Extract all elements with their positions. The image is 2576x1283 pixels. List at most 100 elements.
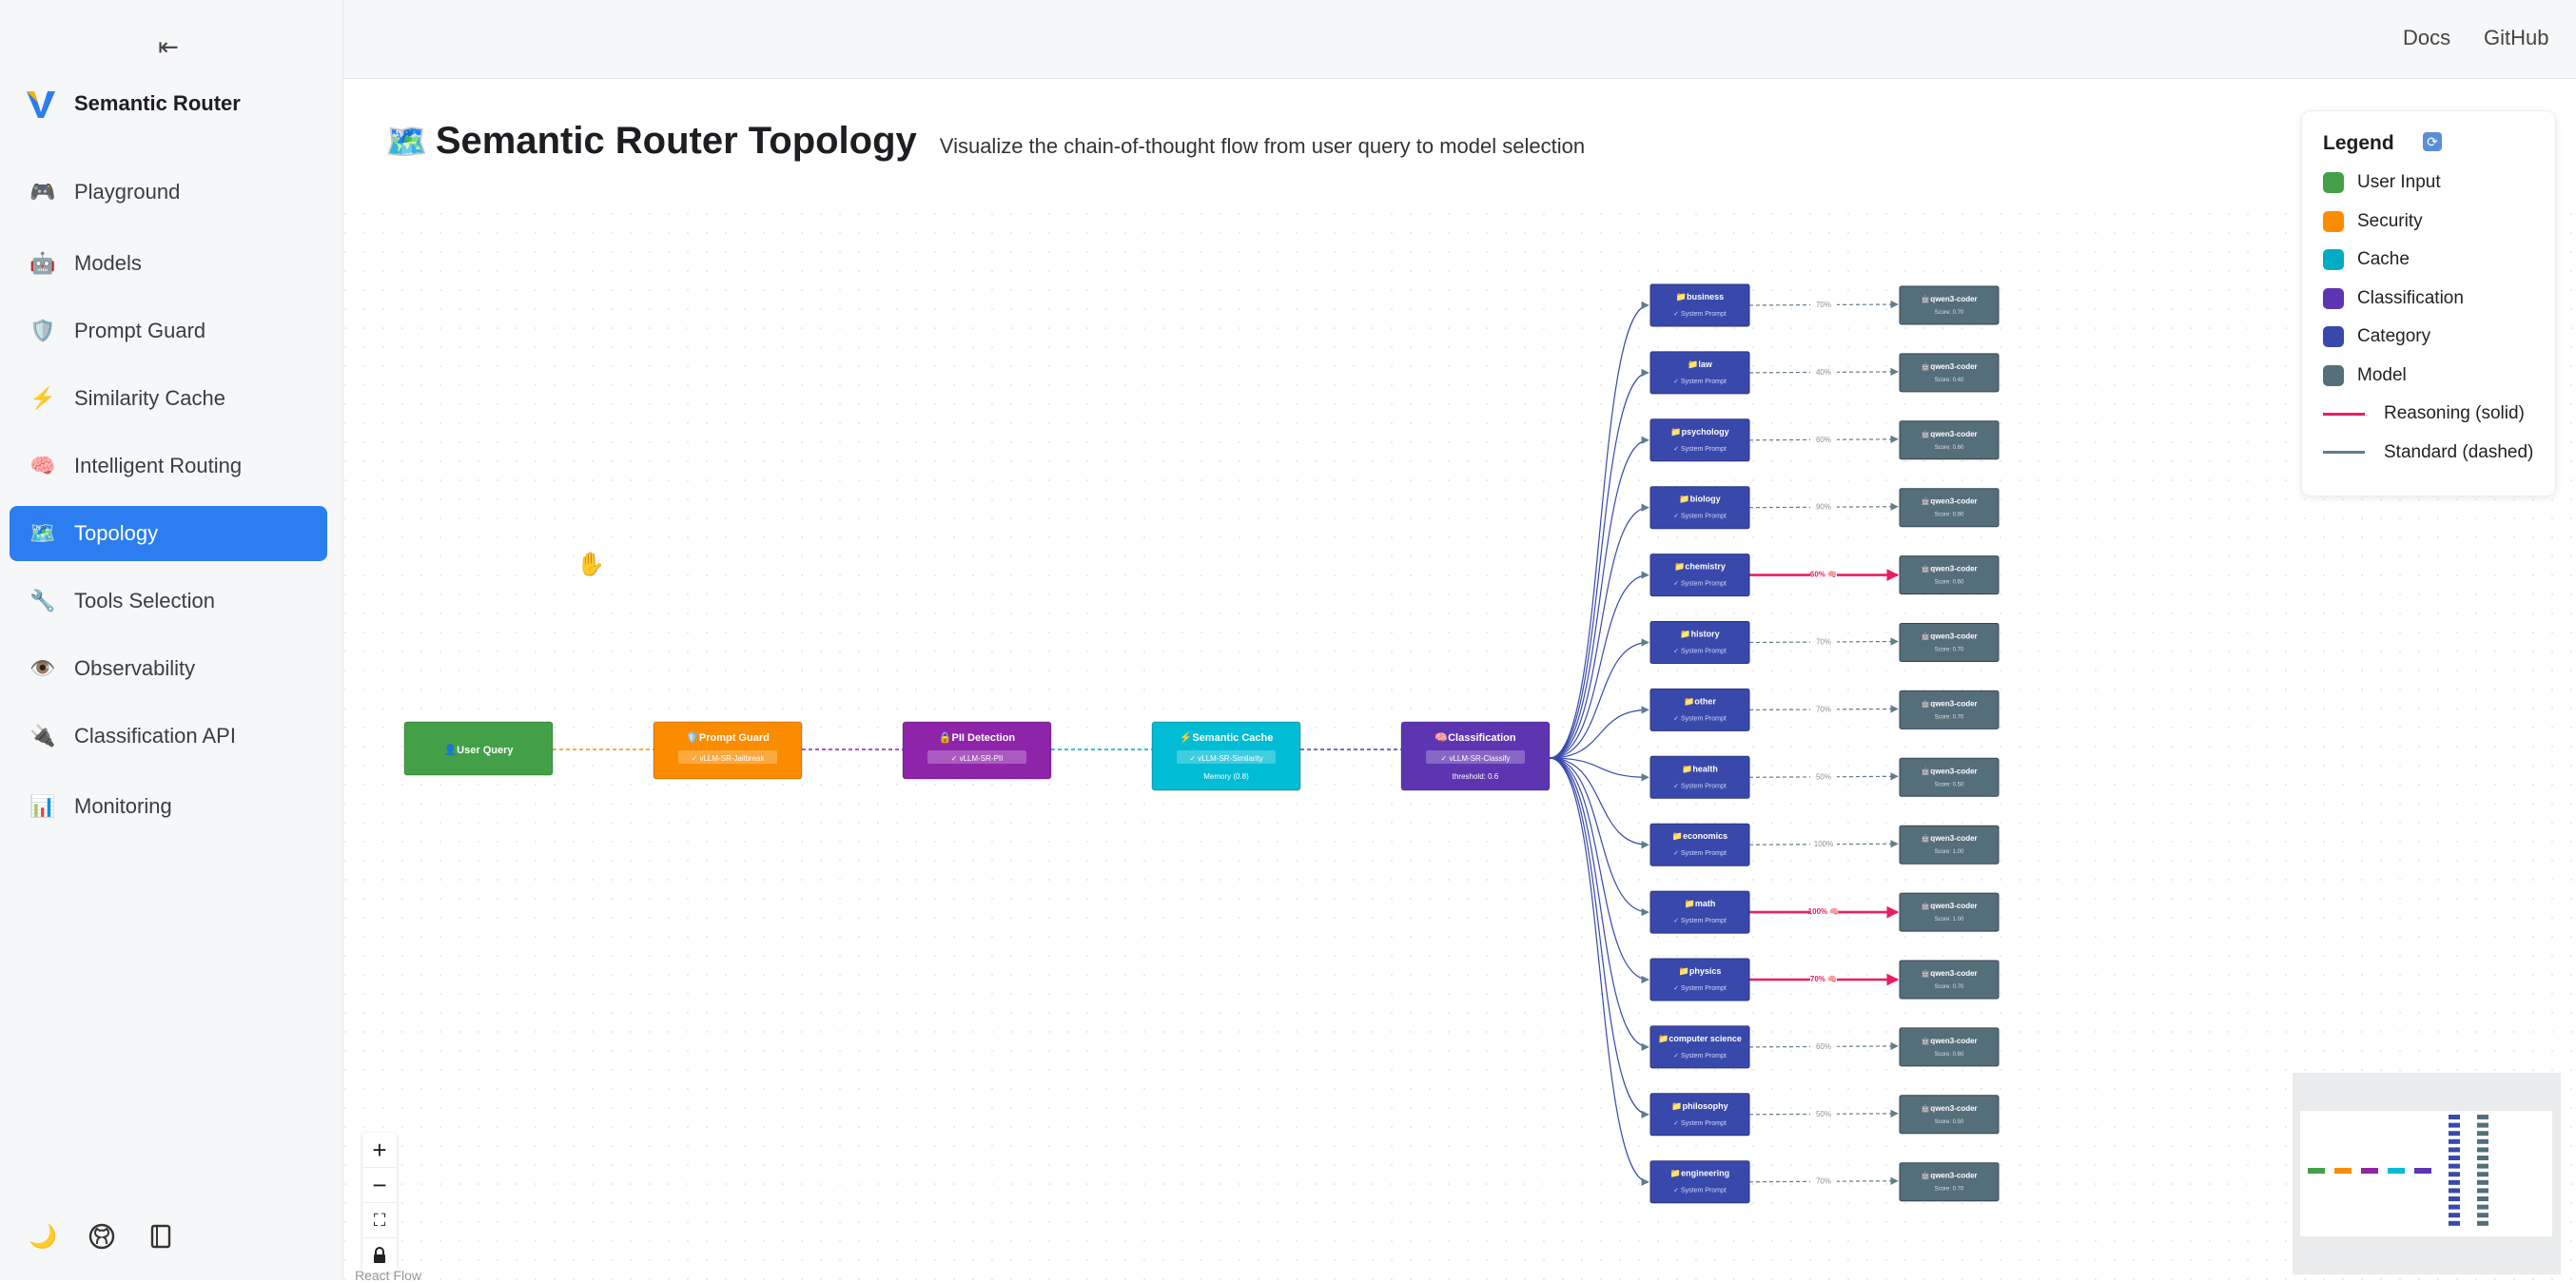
edge-label-bg	[1810, 704, 1837, 714]
model-node-box	[1899, 1095, 2000, 1135]
sidebar-item-prompt-guard[interactable]: 🛡️Prompt Guard	[10, 303, 327, 359]
zoom-in-icon[interactable]: +	[362, 1133, 397, 1168]
pipeline-node[interactable]: 🧠Classification✓ vLLM-SR-Classifythresho…	[1400, 721, 1551, 791]
edge-label: 40%	[1816, 368, 1831, 377]
sidebar-item-label: Prompt Guard	[74, 319, 206, 342]
sidebar-item-tools-selection[interactable]: 🔧Tools Selection	[10, 573, 327, 629]
category-node[interactable]: 📁business✓ System Prompt	[1649, 283, 1750, 327]
minimap[interactable]	[2293, 1073, 2561, 1274]
sidebar-item-monitoring[interactable]: 📊Monitoring	[10, 779, 327, 834]
sidebar-item-label: Observability	[74, 656, 196, 680]
legend-item: Classification	[2323, 287, 2464, 309]
model-node-box	[1899, 757, 2000, 797]
category-node-label: 📁biology	[1679, 495, 1720, 504]
sidebar-item-similarity-cache[interactable]: ⚡Similarity Cache	[10, 371, 327, 426]
category-node[interactable]: 📁economics✓ System Prompt	[1649, 823, 1750, 866]
github-icon[interactable]	[88, 1222, 116, 1251]
category-node[interactable]: 📁chemistry✓ System Prompt	[1649, 554, 1750, 597]
sidebar-item-models[interactable]: 🤖Models	[10, 236, 327, 291]
refresh-icon[interactable]: ⟳	[2423, 132, 2442, 151]
legend-label: Security	[2357, 210, 2423, 231]
category-node[interactable]: 📁math✓ System Prompt	[1649, 890, 1750, 934]
model-node-score: Score: 0.70	[1935, 310, 1964, 316]
flow-graph[interactable]: 70%40%60%90%60% 🧠70%70%50%100%100% 🧠70% …	[343, 79, 2576, 1280]
sidebar-item-topology[interactable]: 🗺️Topology	[10, 506, 327, 561]
model-node-box	[1899, 555, 2000, 595]
pipeline-node-badge	[1177, 750, 1276, 764]
sidebar-item-classification-api[interactable]: 🔌 Classification API	[10, 709, 327, 764]
sidebar-item-label: Topology	[74, 521, 159, 545]
brand[interactable]: Semantic Router	[23, 86, 241, 122]
model-node-score: Score: 1.00	[1935, 849, 1964, 855]
page-title: Semantic Router Topology	[435, 120, 917, 162]
category-node[interactable]: 📁history✓ System Prompt	[1649, 621, 1750, 664]
edge-label: 70% 🧠	[1810, 975, 1837, 983]
category-node-box	[1649, 823, 1750, 866]
category-node[interactable]: 📁psychology✓ System Prompt	[1649, 418, 1750, 462]
flow-controls: + − ⛶	[362, 1133, 397, 1273]
legend-label: Reasoning (solid)	[2384, 403, 2525, 423]
sidebar-item-label: Monitoring	[74, 794, 172, 818]
category-node[interactable]: 📁engineering✓ System Prompt	[1649, 1160, 1750, 1204]
category-node-box	[1649, 486, 1750, 530]
category-node[interactable]: 📁physics✓ System Prompt	[1649, 958, 1750, 1001]
sidebar-item-intelligent-routing[interactable]: 🧠Intelligent Routing	[10, 438, 327, 494]
pipeline-node[interactable]: 🔒PII Detection✓ vLLM-SR-PII	[902, 721, 1052, 780]
model-node-label: 🤖qwen3-coder	[1921, 901, 1977, 910]
edge-label-bg	[1810, 501, 1837, 512]
pipeline-node[interactable]: 👤User Query	[403, 721, 554, 776]
sidebar-item-label: Classification API	[74, 724, 236, 748]
book-icon[interactable]	[146, 1222, 175, 1251]
topology-canvas[interactable]: 70%40%60%90%60% 🧠70%70%50%100%100% 🧠70% …	[343, 79, 2576, 1283]
collapse-sidebar-icon[interactable]: ⇤	[158, 32, 179, 61]
sidebar-item-playground[interactable]: 🎮Playground	[10, 165, 327, 220]
category-node[interactable]: 📁biology✓ System Prompt	[1649, 486, 1750, 530]
category-node[interactable]: 📁philosophy✓ System Prompt	[1649, 1093, 1750, 1137]
category-node-sub: ✓ System Prompt	[1673, 581, 1727, 588]
category-node[interactable]: 📁law✓ System Prompt	[1649, 351, 1750, 395]
edge-label: 100% 🧠	[1808, 907, 1840, 916]
zoom-out-icon[interactable]: −	[362, 1168, 397, 1203]
category-node[interactable]: 📁health✓ System Prompt	[1649, 755, 1750, 799]
moon-icon[interactable]: 🌙	[29, 1223, 57, 1250]
model-node-label: 🤖qwen3-coder	[1921, 1103, 1977, 1113]
minimap-node	[2449, 1122, 2460, 1128]
category-edge	[1549, 757, 1649, 984]
github-link[interactable]: GitHub	[2484, 26, 2549, 49]
sidebar-item-icon: 🔌	[29, 724, 56, 748]
minimap-node	[2334, 1168, 2352, 1174]
sidebar-item-observability[interactable]: 👁️Observability	[10, 641, 327, 696]
minimap-node	[2477, 1138, 2488, 1144]
category-node[interactable]: 📁computer science✓ System Prompt	[1649, 1025, 1750, 1069]
docs-link[interactable]: Docs	[2403, 26, 2451, 49]
minimap-node	[2477, 1163, 2488, 1169]
legend-swatch	[2323, 210, 2344, 232]
legend-label: Model	[2357, 364, 2407, 385]
pipeline-node[interactable]: 🛡️Prompt Guard✓ vLLM-SR-Jailbreak	[653, 721, 803, 780]
pipeline-node[interactable]: ⚡Semantic Cache✓ vLLM-SR-SimilarityMemor…	[1151, 721, 1301, 791]
hand-cursor-icon: ✋	[576, 552, 605, 577]
minimap-node	[2449, 1204, 2460, 1210]
model-node-box	[1899, 960, 2000, 1000]
edge-label-bg	[1810, 1108, 1837, 1118]
lock-icon[interactable]	[362, 1238, 397, 1273]
category-node[interactable]: 📁other✓ System Prompt	[1649, 688, 1750, 731]
minimap-node	[2449, 1115, 2460, 1119]
react-flow-attribution[interactable]: React Flow	[355, 1268, 422, 1283]
fit-view-icon[interactable]: ⛶	[362, 1203, 397, 1238]
legend-item: User Input	[2323, 172, 2441, 193]
